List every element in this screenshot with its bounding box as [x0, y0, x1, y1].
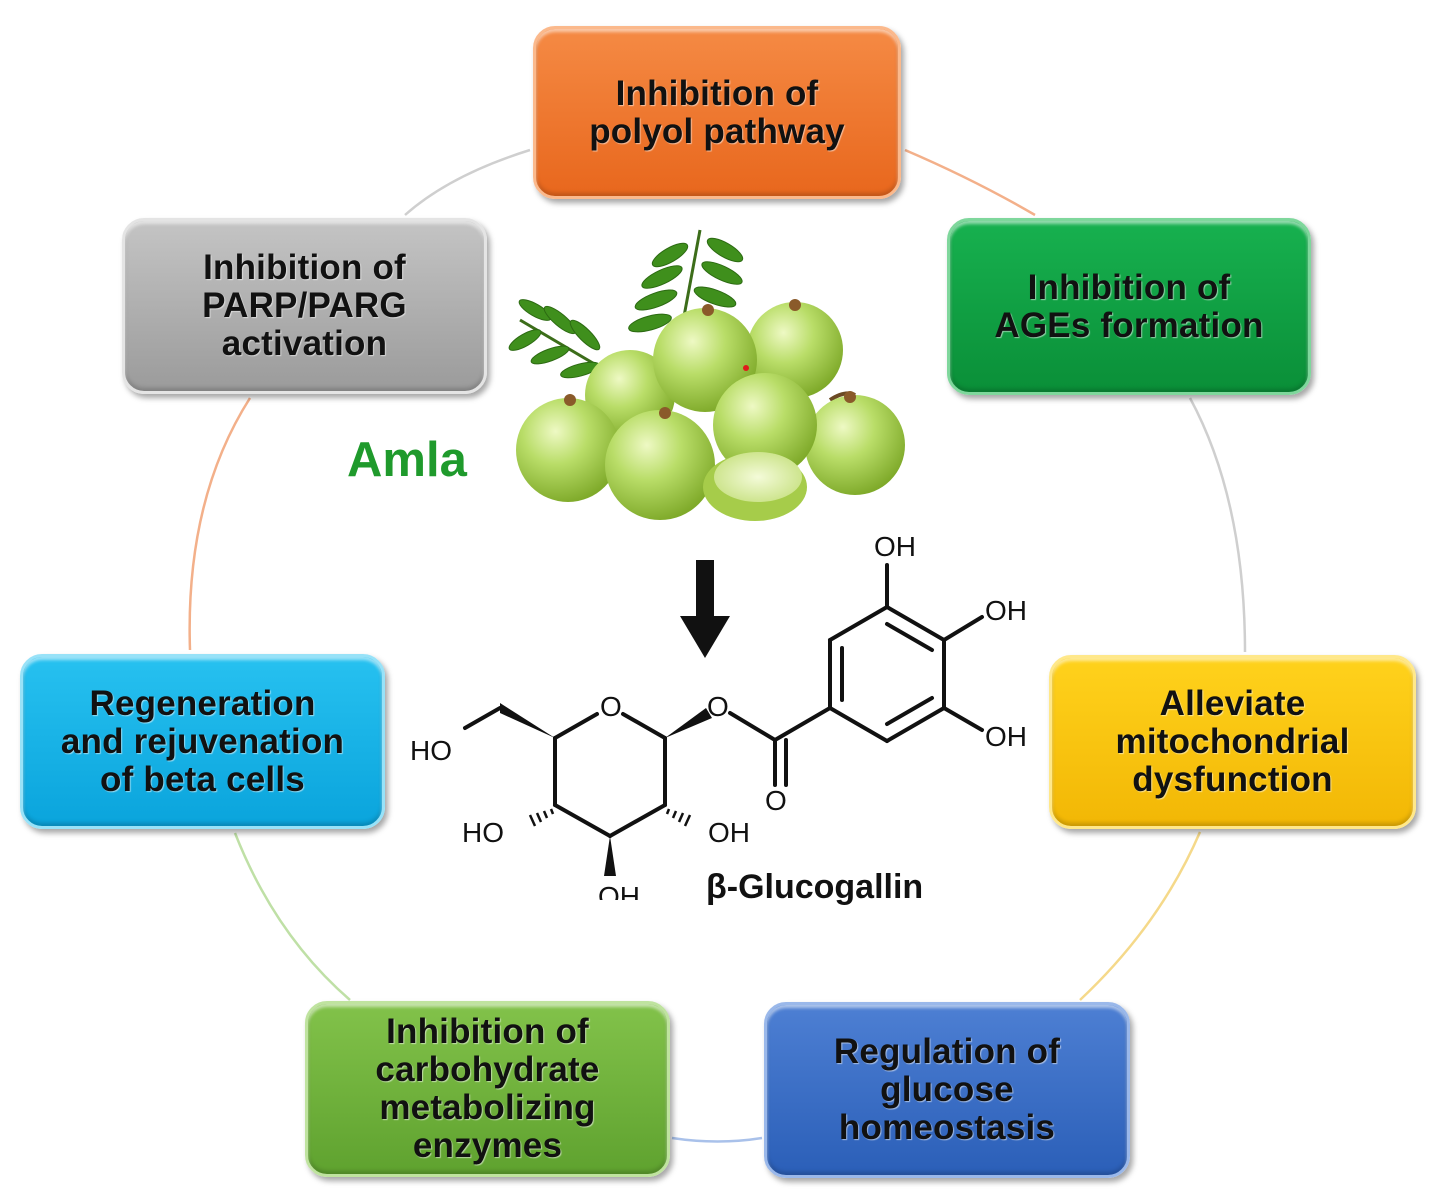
box-line: Regulation of — [833, 1032, 1061, 1071]
box-line: polyol pathway — [589, 111, 845, 151]
box-line: dysfunction — [1132, 760, 1333, 799]
box-line: and rejuvenation — [60, 721, 345, 761]
box-line: Inhibition of — [203, 248, 406, 287]
atom-ho-left: HO — [410, 735, 452, 766]
atom-ring-o: O — [600, 691, 622, 722]
beta-glucogallin-structure: OH OH OH O O O HO HO OH OH — [410, 531, 1027, 900]
box-line: glucose — [880, 1070, 1014, 1109]
box-line: PARP/PARG — [202, 286, 407, 325]
compound-name: β-Glucogallin — [706, 868, 924, 906]
box-line: Alleviate — [1159, 684, 1306, 723]
box-line: of beta cells — [100, 759, 305, 799]
box-line: Inhibition of — [615, 73, 819, 113]
box-line: carbohydrate — [375, 1050, 600, 1089]
box-line: enzymes — [412, 1126, 563, 1165]
box-line: Regeneration — [89, 683, 316, 723]
atom-oh-top: OH — [874, 531, 916, 562]
box-line: metabolizing — [379, 1088, 596, 1127]
box-line: Inhibition of — [1027, 267, 1231, 307]
box-line: mitochondrial — [1115, 722, 1350, 761]
amla-label: Amla — [347, 433, 467, 487]
atom-oh-bottom-mid: OH — [708, 817, 750, 848]
atom-ho-bottom-left: HO — [462, 817, 504, 848]
atom-oh-lower-right: OH — [985, 721, 1027, 752]
atom-oh-right: OH — [985, 595, 1027, 626]
amla-fruit-cluster-icon — [508, 229, 905, 521]
parp-parg-box: Inhibition of PARP/PARG activation — [122, 218, 487, 394]
down-arrow-icon — [680, 560, 730, 658]
ages-formation-box: Inhibition of AGEs formation — [947, 218, 1311, 395]
box-line: Inhibition of — [386, 1012, 589, 1051]
carbohydrate-enzymes-box: Inhibition of carbohydrate metabolizing … — [305, 1001, 670, 1177]
box-line: AGEs formation — [994, 305, 1264, 345]
atom-ester-o: O — [707, 691, 729, 722]
glucose-homeostasis-box: Regulation of glucose homeostasis — [764, 1002, 1130, 1178]
atom-oh-bottom: OH — [598, 881, 640, 900]
box-line: homeostasis — [838, 1108, 1056, 1147]
box-line: activation — [221, 324, 388, 363]
beta-cells-box: Regeneration and rejuvenation of beta ce… — [20, 654, 385, 829]
atom-carbonyl-o: O — [765, 785, 787, 816]
polyol-pathway-box: Inhibition of polyol pathway — [533, 26, 901, 199]
mitochondrial-dysfunction-box: Alleviate mitochondrial dysfunction — [1049, 655, 1416, 829]
